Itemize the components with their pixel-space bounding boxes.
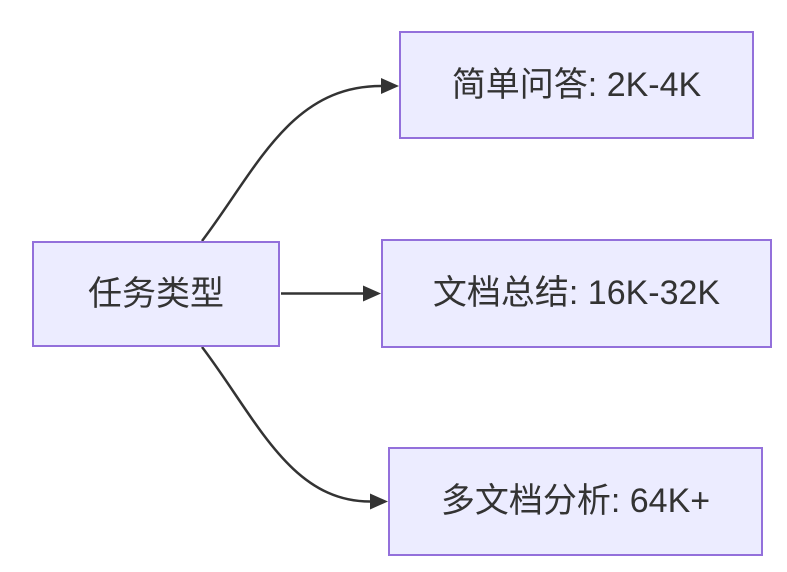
node-multidoc-analysis: 多文档分析: 64K+ — [388, 447, 763, 556]
node-simple-qa-label: 简单问答: 2K-4K — [451, 65, 702, 104]
node-task-type: 任务类型 — [32, 241, 280, 347]
edge-root-to-simple-qa — [201, 78, 399, 242]
node-doc-summary-label: 文档总结: 16K-32K — [432, 274, 721, 313]
node-multidoc-analysis-label: 多文档分析: 64K+ — [440, 482, 711, 521]
node-simple-qa: 简单问答: 2K-4K — [399, 31, 754, 139]
node-doc-summary: 文档总结: 16K-32K — [381, 239, 772, 348]
edge-root-to-multidoc-analysis — [201, 346, 388, 510]
node-task-type-label: 任务类型 — [88, 274, 224, 313]
